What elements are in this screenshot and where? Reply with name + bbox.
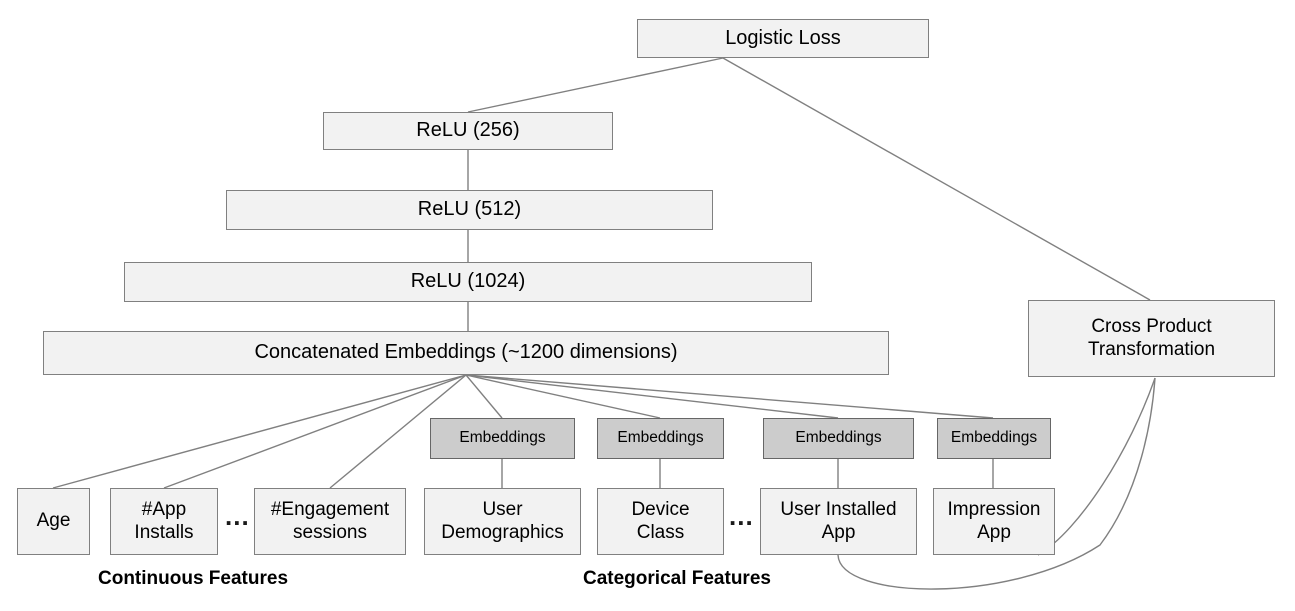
node-relu-512-label: ReLU (512) <box>417 198 522 221</box>
group-label-categorical-features: Categorical Features <box>583 568 771 589</box>
feature-box-user-installed-app[interactable]: User Installed App <box>760 488 917 555</box>
feature-box-user-installed-app-label: User Installed App <box>780 499 897 543</box>
feature-box-device-class[interactable]: Device Class <box>597 488 724 555</box>
group-label-continuous-features: Continuous Features <box>98 568 289 589</box>
node-concatenated-embeddings[interactable]: Concatenated Embeddings (~1200 dimension… <box>43 331 889 375</box>
feature-box-engagement-sessions-label: #Engagement sessions <box>270 499 390 543</box>
edge-concat-to-embeddings-3 <box>465 374 839 419</box>
node-concatenated-embeddings-label: Concatenated Embeddings (~1200 dimension… <box>254 341 678 364</box>
ellipsis-categorical: ... <box>729 501 754 531</box>
node-logistic-loss[interactable]: Logistic Loss <box>637 19 929 58</box>
edge-concat-to-embeddings-2 <box>465 374 661 419</box>
feature-box-device-class-label: Device Class <box>631 499 690 543</box>
ellipsis-continuous: ... <box>225 501 250 531</box>
node-cross-product-transformation-label: Cross Product Transformation <box>1087 316 1216 360</box>
edge-userinstalledapp-to-crossproduct <box>837 377 1156 590</box>
embeddings-box-2-label: Embeddings <box>617 429 704 447</box>
feature-box-impression-app-label: Impression App <box>947 499 1041 543</box>
node-relu-1024-label: ReLU (1024) <box>410 270 526 293</box>
embeddings-box-3-label: Embeddings <box>795 429 882 447</box>
feature-box-age[interactable]: Age <box>17 488 90 555</box>
feature-box-user-demographics-label: User Demographics <box>441 499 564 543</box>
edge-loss-to-relu256 <box>467 57 724 113</box>
edge-impressionapp-to-crossproduct <box>1037 377 1156 556</box>
node-relu-256[interactable]: ReLU (256) <box>323 112 613 150</box>
embeddings-box-1-label: Embeddings <box>459 429 546 447</box>
node-relu-512[interactable]: ReLU (512) <box>226 190 713 230</box>
feature-box-age-label: Age <box>36 510 71 532</box>
feature-box-impression-app[interactable]: Impression App <box>933 488 1055 555</box>
edge-concat-to-app-installs <box>163 374 467 489</box>
node-relu-1024[interactable]: ReLU (1024) <box>124 262 812 302</box>
feature-box-app-installs[interactable]: #App Installs <box>110 488 218 555</box>
node-cross-product-transformation[interactable]: Cross Product Transformation <box>1028 300 1275 377</box>
node-relu-256-label: ReLU (256) <box>416 119 520 142</box>
embeddings-box-1[interactable]: Embeddings <box>430 418 575 459</box>
edge-concat-to-embeddings-4 <box>465 374 994 419</box>
node-logistic-loss-label: Logistic Loss <box>725 26 841 49</box>
edge-concat-to-age <box>52 374 467 489</box>
feature-box-app-installs-label: #App Installs <box>134 499 194 543</box>
feature-box-engagement-sessions[interactable]: #Engagement sessions <box>254 488 406 555</box>
embeddings-box-3[interactable]: Embeddings <box>763 418 914 459</box>
embeddings-box-4[interactable]: Embeddings <box>937 418 1051 459</box>
feature-box-user-demographics[interactable]: User Demographics <box>424 488 581 555</box>
edge-concat-to-embeddings-1 <box>465 374 503 419</box>
embeddings-box-4-label: Embeddings <box>950 429 1038 447</box>
embeddings-box-2[interactable]: Embeddings <box>597 418 724 459</box>
